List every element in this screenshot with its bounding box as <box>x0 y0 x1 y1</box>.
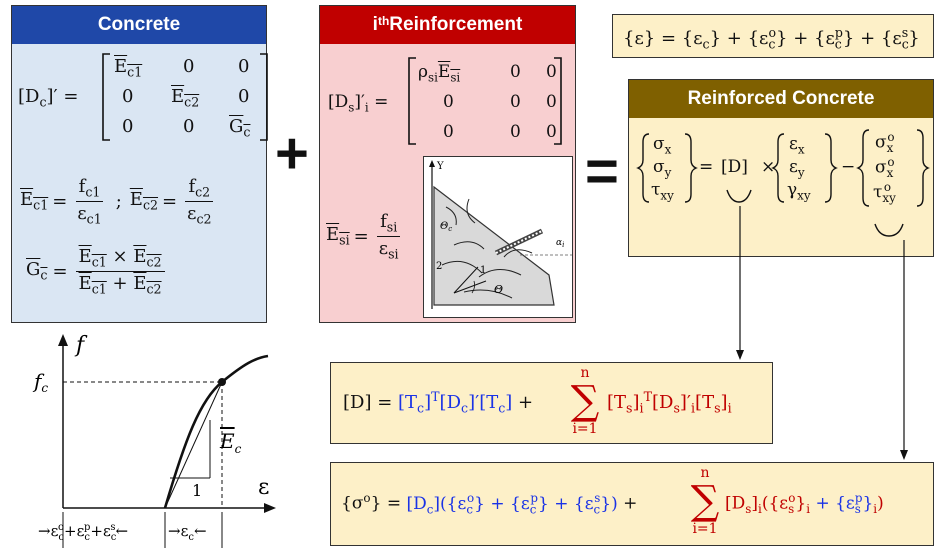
reinforced-concrete-box: Reinforced Concrete σx σy τxy = [D] × εx… <box>628 79 934 257</box>
ts-term: [Ts]iT[Ds]′i[Ts]i <box>607 389 732 416</box>
constitutive-braces <box>636 129 930 237</box>
secant-line <box>164 381 223 509</box>
rho-esi: ρsiEsi <box>418 62 461 85</box>
bottom-strain-labels: →εco+εcp+εcs← <box>38 522 128 543</box>
theta-arc <box>471 280 476 294</box>
eps-x: εx <box>789 134 805 157</box>
matrix-gc: Gc <box>229 116 251 140</box>
dc-lhs: [D <box>18 86 40 107</box>
gc-fraction: Ec1 × Ec2 Ec1 + Ec2 <box>75 246 165 296</box>
concrete-header: Concrete <box>12 6 266 44</box>
eps-label: ε <box>258 475 269 500</box>
sigma0-summation: n ∑ i=1 <box>690 465 720 537</box>
sigma0-x: σxo <box>875 130 895 156</box>
axis-2-line <box>453 266 479 294</box>
eps-axis-arrow <box>264 503 276 513</box>
crack-lines <box>441 198 533 299</box>
sigma0-equation: {σo} = [Dc]({εco} + {εcp} + {εcs}) + <box>341 491 638 517</box>
stress-strain-curve <box>163 354 269 509</box>
gc-symbol: Gc <box>26 259 48 283</box>
stress-strain-plot: f fc ε 1 Ec →εco+εcp+εcs← →εc← <box>32 333 276 548</box>
axis-1-line <box>453 280 487 294</box>
tau0-xy: τxyo <box>873 180 896 206</box>
tau-xy: τxy <box>651 180 674 203</box>
ec-label: Ec <box>219 429 242 456</box>
y-axis-label: Y <box>436 161 444 172</box>
matrix-ec1: Ec1 <box>114 56 143 80</box>
concrete-title: Concrete <box>97 14 181 35</box>
shear-modulus-equation: Gc = Ec1 × Ec2 Ec1 + Ec2 <box>26 246 168 296</box>
matrix-ec2: Ec2 <box>171 86 200 110</box>
ds-strain-term: [Ds]i({εso}i + {εsp}i) <box>725 491 884 517</box>
axis-1-label: 1 <box>480 265 486 276</box>
ec2-symbol: Ec2 <box>129 189 159 213</box>
reinforced-concrete-header: Reinforced Concrete <box>629 80 933 118</box>
strain-decomposition-equation: {ε} = {εc} + {εco} + {εcp} + {εcs} <box>623 25 920 52</box>
elastic-strain-label: →εc← <box>168 522 207 543</box>
rebar-ribs <box>495 230 543 254</box>
rebar-crack-figure: Y αi Θc 2 1 Θ <box>423 156 573 318</box>
gamma-xy: γxy <box>787 180 811 203</box>
tc-term: [Tc]T[Dc]′[Tc] <box>398 389 513 416</box>
theta-label: Θ <box>494 283 503 296</box>
fc-label: fc <box>32 369 48 395</box>
concrete-matrix-brackets <box>102 53 268 141</box>
dc-strain-term: [Dc]({εco} + {εcp} + {εcs}) <box>406 491 618 517</box>
equals-operator: = <box>585 139 619 204</box>
slope-one-label: 1 <box>192 481 202 500</box>
theta-c-label: Θc <box>440 221 452 233</box>
peak-point <box>218 378 226 386</box>
arrow-to-d-equation <box>736 350 744 360</box>
alpha-label: αi <box>556 238 564 249</box>
sigma0-y: σxo <box>875 155 895 181</box>
ec1-symbol: Ec1 <box>20 189 49 213</box>
d-summation: n ∑ i=1 <box>570 365 600 437</box>
sigma-y: σy <box>653 157 672 180</box>
axis-2-label: 2 <box>436 261 442 272</box>
d-underbrace <box>726 189 752 203</box>
d-equation: [D] = [Tc]T[Dc]′[Tc] + <box>343 389 534 416</box>
eps-y: εy <box>789 157 805 180</box>
f-label: f <box>74 333 88 358</box>
y-axis-arrow <box>429 160 435 167</box>
d-equation-box: [D] = [Tc]T[Dc]′[Tc] + n ∑ i=1 [Ts]iT[Ds… <box>330 362 773 444</box>
constitutive-equation: σx σy τxy = [D] × εx εy γxy − σxo σxo τx… <box>651 130 896 206</box>
d-matrix-symbol: [D] <box>721 157 748 177</box>
strain-decomposition-box: {ε} = {εc} + {εco} + {εcp} + {εcs} <box>612 14 934 58</box>
sigma0-underbrace <box>874 223 904 237</box>
plus-operator: + <box>275 121 309 186</box>
reinforcement-matrix-brackets <box>408 57 562 145</box>
f-axis-arrow <box>58 334 68 346</box>
arrow-to-sigma-equation <box>900 450 908 460</box>
sigma-x: σx <box>653 134 672 157</box>
sigma0-equation-box: {σo} = [Dc]({εco} + {εcp} + {εcs}) + n ∑… <box>330 462 934 546</box>
concrete-box: Concrete [Dc]′ = Ec1 0 0 0 Ec2 0 0 0 Gc … <box>11 5 268 323</box>
